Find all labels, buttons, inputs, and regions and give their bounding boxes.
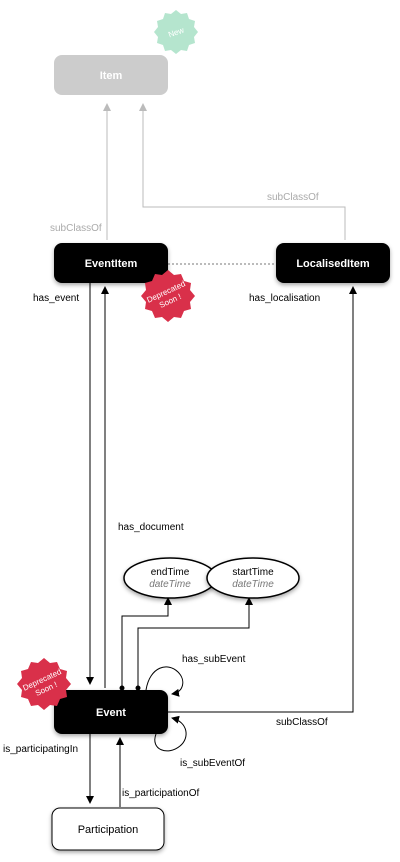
label-has-document: has_document <box>118 522 184 533</box>
edge-has-subevent <box>145 666 184 697</box>
edge-endtime-dot <box>119 685 125 691</box>
deprecated-badge-eventitem: Deprecated Soon ! <box>141 270 195 322</box>
node-event-label: Event <box>96 707 126 719</box>
attr-endtime-name: endTime <box>151 567 190 578</box>
attr-starttime-type: dateTime <box>232 579 274 590</box>
edge-is-subeventof <box>154 715 187 752</box>
edge-starttime <box>137 597 253 688</box>
node-item[interactable]: Item <box>54 55 168 95</box>
node-eventitem-label: EventItem <box>85 258 138 270</box>
label-has-localisation: has_localisation <box>249 293 320 304</box>
new-badge: New <box>154 10 198 54</box>
attr-endtime[interactable]: endTime dateTime <box>123 557 217 599</box>
node-participation[interactable]: Participation <box>51 807 165 851</box>
label-is-participatingin: is_participatingIn <box>3 744 78 755</box>
label-subclassof-event: subClassOf <box>276 717 328 728</box>
edge-localiseditem-subclassof-item <box>139 103 346 240</box>
attr-endtime-type: dateTime <box>149 579 191 590</box>
edge-starttime-dot <box>135 685 141 691</box>
node-localiseditem-label: LocalisedItem <box>296 258 370 270</box>
label-has-event: has_event <box>33 293 79 304</box>
label-is-participationof: is_participationOf <box>122 788 199 799</box>
edge-has-localisation <box>168 286 357 713</box>
node-localiseditem[interactable]: LocalisedItem <box>276 243 390 283</box>
node-event[interactable]: Event <box>54 690 168 734</box>
label-has-subevent: has_subEvent <box>182 654 246 665</box>
attr-starttime[interactable]: startTime dateTime <box>206 557 300 599</box>
node-participation-label: Participation <box>78 824 139 836</box>
node-item-label: Item <box>100 70 123 82</box>
label-is-subeventof: is_subEventOf <box>180 758 245 769</box>
node-eventitem[interactable]: EventItem <box>54 243 168 283</box>
label-subclassof-localised: subClassOf <box>267 192 319 203</box>
attr-starttime-name: startTime <box>232 567 274 578</box>
deprecated-badge-event: Deprecated Soon ! <box>17 658 71 710</box>
label-subclassof-eventitem: subClassOf <box>50 223 102 234</box>
edge-endtime <box>121 597 172 688</box>
